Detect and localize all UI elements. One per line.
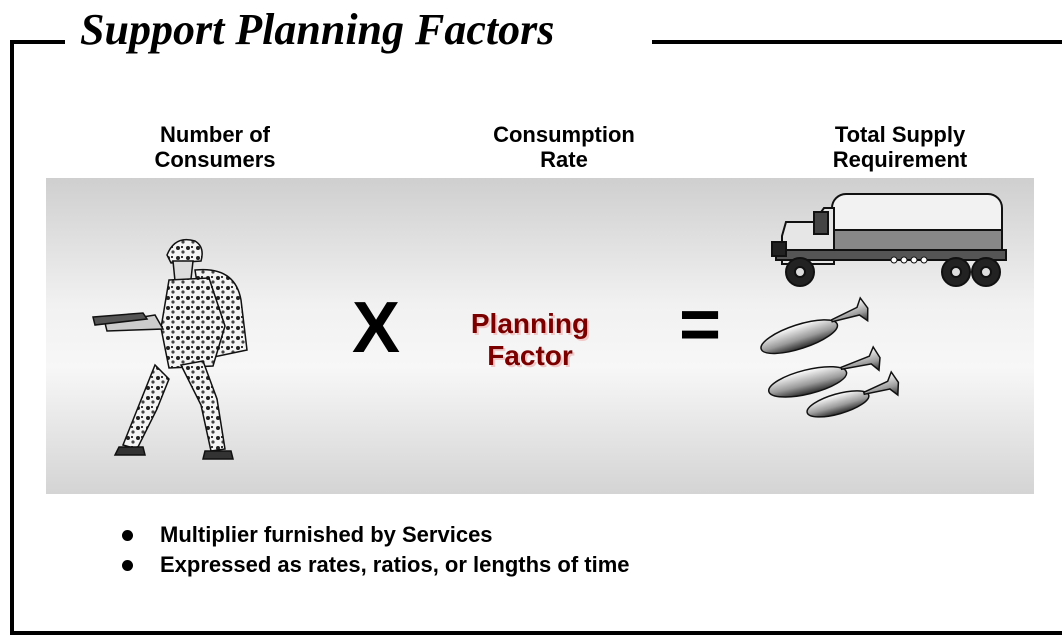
frame-top-border	[10, 40, 65, 44]
total-heading-line-1: Total Supply	[834, 122, 966, 147]
bullet-icon	[122, 530, 133, 541]
slide-title: Support Planning Factors	[80, 5, 555, 54]
total-heading-line-2: Requirement	[832, 147, 968, 172]
frame-bottom-border	[10, 631, 1062, 635]
frame-left-border	[10, 40, 14, 635]
total-heading: Total Supply Requirement	[780, 122, 1020, 172]
equals-operator: =	[678, 285, 722, 365]
rate-heading-line-2: Rate	[540, 147, 588, 172]
consumers-heading-line-2: Consumers	[154, 147, 276, 172]
consumers-heading: Number of Consumers	[95, 122, 335, 172]
planning-factor-line-1: Planning	[470, 308, 590, 339]
rate-heading-line-1: Consumption	[493, 122, 635, 147]
bullet-icon	[122, 560, 133, 571]
soldier-icon	[92, 238, 248, 460]
list-item: Multiplier furnished by Services	[120, 520, 630, 550]
multiply-operator: X	[351, 288, 401, 368]
bullet-text: Multiplier furnished by Services	[160, 522, 493, 547]
frame-top-border-right	[652, 40, 1062, 44]
consumers-heading-line-1: Number of	[160, 122, 270, 147]
bomb-icon	[760, 296, 900, 418]
planning-factor-label: Planning Factor	[440, 308, 620, 372]
list-item: Expressed as rates, ratios, or lengths o…	[120, 550, 630, 580]
rate-heading: Consumption Rate	[444, 122, 684, 172]
fuel-truck-icon	[771, 193, 1007, 287]
planning-factor-line-2: Factor	[487, 340, 573, 371]
bullet-text: Expressed as rates, ratios, or lengths o…	[160, 552, 630, 577]
bullet-list: Multiplier furnished by Services Express…	[120, 520, 630, 580]
